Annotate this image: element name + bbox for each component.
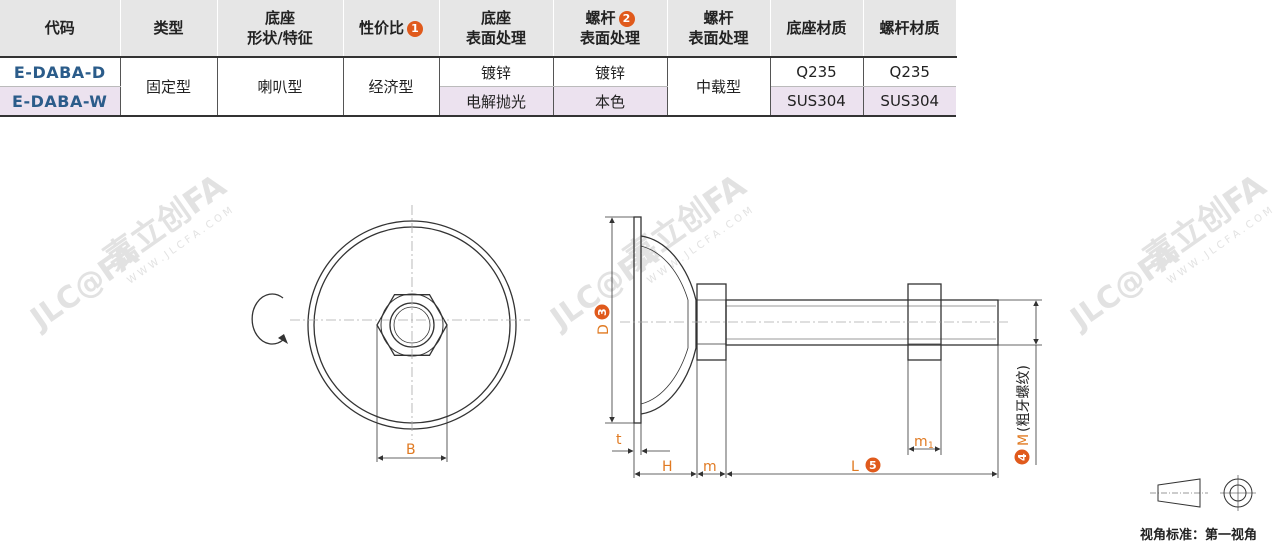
header-type: 类型 xyxy=(120,0,218,57)
dim-m1-subscript: 1 xyxy=(928,441,934,451)
base-material-cell: Q235 xyxy=(770,57,864,87)
dim-m1-label: m xyxy=(914,434,928,450)
screw-material-cell: Q235 xyxy=(863,57,956,87)
badge-4 xyxy=(1014,449,1030,465)
badge-3-text: 3 xyxy=(596,308,609,316)
base-bell-inner xyxy=(640,245,689,405)
header-screw-treatment: 螺杆表面处理 xyxy=(667,0,771,57)
header-shape: 底座形状/特征 xyxy=(217,0,344,57)
base-outer-circle xyxy=(307,220,517,430)
dim-d-label: D xyxy=(596,324,612,335)
rotation-arrow-icon xyxy=(251,293,284,345)
screw-material-cell: SUS304 xyxy=(863,86,956,117)
screw-treatment-cell: 中载型 xyxy=(667,57,771,117)
badge-5 xyxy=(865,457,881,473)
base-bell xyxy=(640,235,697,415)
rotation-arrowhead-icon xyxy=(278,334,288,344)
badge-2: 2 xyxy=(618,11,635,27)
badge-5-text: 5 xyxy=(869,459,877,472)
shape-cell: 喇叭型 xyxy=(217,57,344,117)
dim-thread-note: (粗牙螺纹) xyxy=(1016,365,1032,432)
projection-symbol-icon xyxy=(1150,475,1256,511)
header-screw-material: 螺杆材质 xyxy=(863,0,957,57)
base-plate xyxy=(633,216,642,424)
code-cell: E-DABA-W xyxy=(0,86,121,117)
screw-surface-cell: 本色 xyxy=(553,86,668,117)
badge-3 xyxy=(594,304,610,320)
front-view xyxy=(251,205,530,462)
side-view xyxy=(605,216,1042,478)
dim-nut-m-label: m xyxy=(703,459,717,475)
base-material-cell: SUS304 xyxy=(770,86,864,117)
header-base-surface: 底座表面处理 xyxy=(439,0,554,57)
dim-l-label: L xyxy=(851,459,859,475)
screw-rod xyxy=(725,299,999,346)
base-surface-cell: 电解抛光 xyxy=(439,86,554,117)
thread-circle xyxy=(393,306,431,344)
header-base-material: 底座材质 xyxy=(770,0,864,57)
dim-thread-label: M xyxy=(1016,434,1032,446)
value-cell: 经济型 xyxy=(343,57,440,117)
type-cell: 固定型 xyxy=(120,57,218,117)
badge-1: 1 xyxy=(407,21,423,37)
watermark: JLC@FA 嘉立创FA W W W . J L C F A . C O M J… xyxy=(23,166,1275,338)
view-standard-label: 视角标准：第一视角 xyxy=(1140,528,1258,543)
dim-t-label: t xyxy=(616,432,622,448)
dim-b-label: B xyxy=(406,442,416,458)
table-row: E-DABA-W 电解抛光 本色 SUS304 SUS304 xyxy=(0,86,956,117)
badge-4-text: 4 xyxy=(1016,453,1029,461)
table-row: E-DABA-D 固定型 喇叭型 经济型 镀锌 镀锌 中载型 Q235 Q235 xyxy=(0,57,956,117)
dim-h-label: H xyxy=(662,459,673,475)
header-code: 代码 xyxy=(0,0,121,57)
base-surface-cell: 镀锌 xyxy=(439,57,554,87)
code-cell: E-DABA-D xyxy=(0,57,121,87)
screw-surface-cell: 镀锌 xyxy=(553,57,668,87)
